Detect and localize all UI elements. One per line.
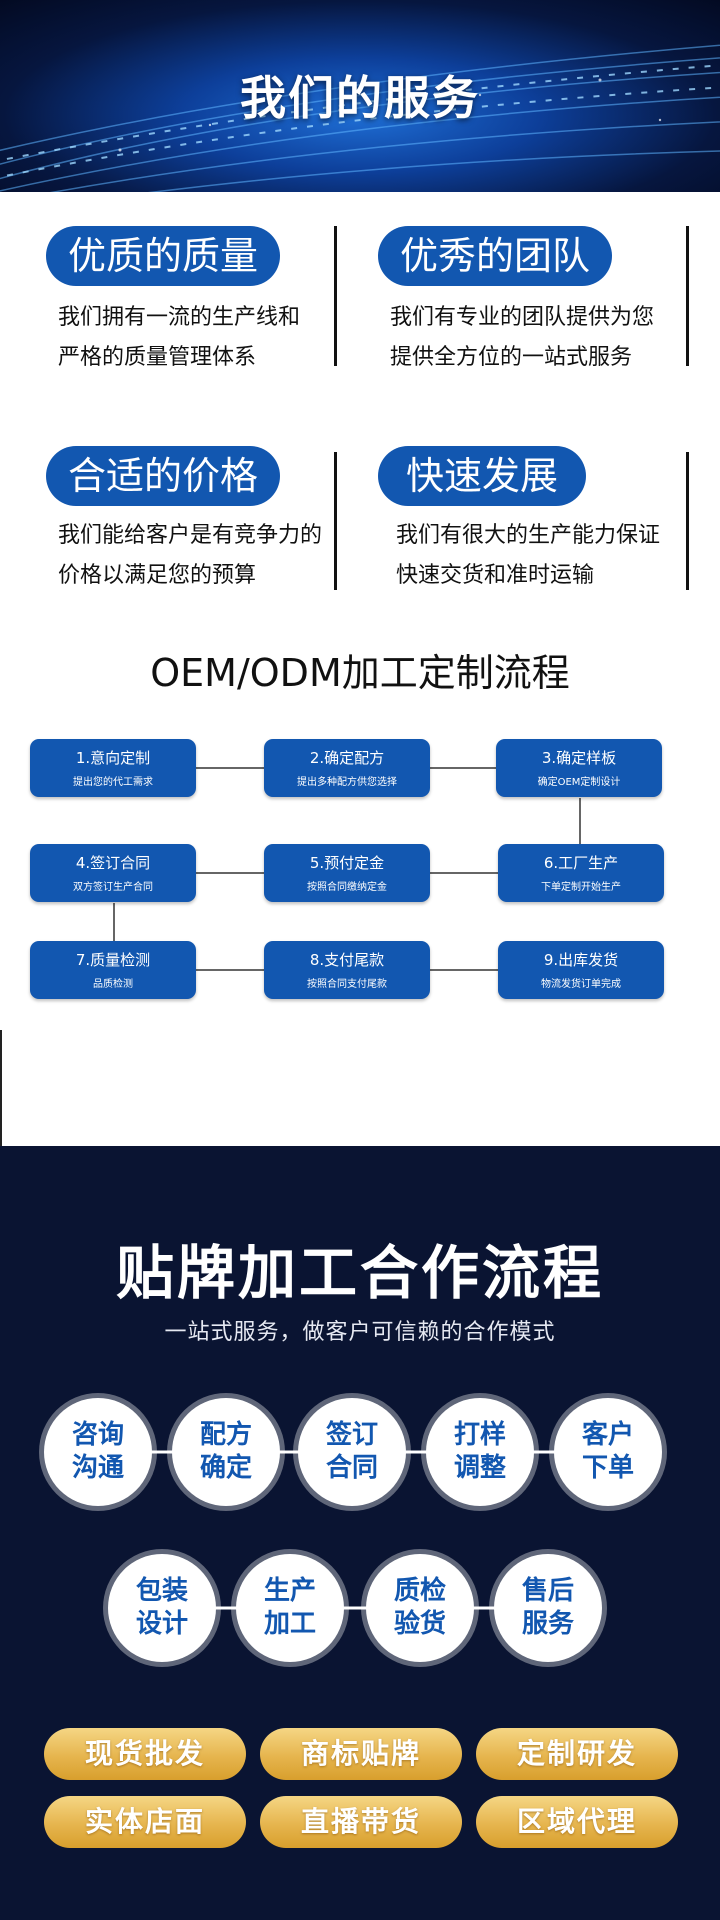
oem-step-3: 3.确定样板 确定OEM定制设计 [496, 739, 662, 797]
process-step-consult: 咨询 沟通 [44, 1398, 152, 1506]
process-step-line: 合同 [325, 1453, 378, 1483]
oem-step-title: 4.签订合同 [75, 854, 151, 872]
oem-step-desc: 提出多种配方供您选择 [297, 777, 397, 788]
process-step-sample: 打样 调整 [426, 1398, 534, 1506]
feature-quality-line1: 我们拥有一流的生产线和 [58, 305, 301, 330]
oem-step-desc: 按照合同缴纳定金 [307, 882, 387, 893]
service-pill: 实体店面 [44, 1796, 246, 1848]
oem-step-8: 8.支付尾款 按照合同支付尾款 [264, 941, 430, 999]
flow-connectors [113, 767, 581, 971]
oem-step-desc: 双方签订生产合同 [73, 882, 153, 893]
process-step-order: 客户 下单 [554, 1398, 662, 1506]
oem-step-desc: 提出您的代工需求 [73, 777, 153, 788]
oem-step-2: 2.确定配方 提出多种配方供您选择 [264, 739, 430, 797]
service-pill: 定制研发 [476, 1728, 678, 1780]
service-pill: 直播带货 [260, 1796, 462, 1848]
oem-step-desc: 按照合同支付尾款 [307, 979, 387, 990]
process-step-line: 加工 [263, 1609, 316, 1639]
process-step-line: 包装 [135, 1576, 188, 1606]
process-step-line: 售后 [521, 1576, 574, 1606]
process-step-formula: 配方 确定 [172, 1398, 280, 1506]
cooperation-title: 贴牌加工合作流程 [115, 1239, 604, 1307]
oem-flow-title: OEM/ODM加工定制流程 [150, 651, 570, 695]
process-step-inspection: 质检 验货 [366, 1554, 474, 1662]
oem-step-1: 1.意向定制 提出您的代工需求 [30, 739, 196, 797]
oem-step-6: 6.工厂生产 下单定制开始生产 [498, 844, 664, 902]
oem-step-title: 9.出库发货 [543, 951, 619, 969]
process-step-line: 客户 [581, 1420, 634, 1450]
process-step-line: 确定 [199, 1453, 252, 1483]
oem-step-title: 2.确定配方 [309, 749, 385, 767]
process-step-line: 生产 [263, 1576, 316, 1606]
feature-quality-line2: 严格的质量管理体系 [58, 345, 257, 370]
service-pill: 商标贴牌 [260, 1728, 462, 1780]
process-step-after-sales: 售后 服务 [494, 1554, 602, 1662]
feature-growth-title: 快速发展 [378, 446, 587, 506]
feature-divider [334, 452, 337, 590]
feature-growth-line1: 我们有很大的生产能力保证 [396, 523, 661, 548]
feature-growth-line2: 快速交货和准时运输 [396, 563, 595, 588]
banner: 我们的服务 [0, 0, 720, 192]
oem-step-5: 5.预付定金 按照合同缴纳定金 [264, 844, 430, 902]
banner-title: 我们的服务 [240, 71, 480, 125]
oem-step-desc: 下单定制开始生产 [541, 882, 621, 893]
process-step-line: 下单 [581, 1453, 634, 1483]
process-step-contract: 签订 合同 [298, 1398, 406, 1506]
oem-step-title: 3.确定样板 [541, 749, 617, 767]
process-step-line: 设计 [135, 1609, 188, 1639]
process-step-line: 咨询 [71, 1420, 124, 1450]
feature-team-line2: 提供全方位的一站式服务 [390, 345, 633, 370]
process-step-line: 验货 [393, 1609, 446, 1639]
feature-price-line2: 价格以满足您的预算 [58, 563, 257, 588]
feature-team-title: 优秀的团队 [378, 226, 613, 286]
process-step-packaging: 包装 设计 [108, 1554, 216, 1662]
process-step-production: 生产 加工 [236, 1554, 344, 1662]
oem-step-desc: 确定OEM定制设计 [537, 777, 621, 788]
feature-team-line1: 我们有专业的团队提供为您 [390, 305, 655, 330]
oem-step-desc: 品质检测 [93, 979, 133, 990]
oem-step-title: 1.意向定制 [75, 749, 151, 767]
oem-step-title: 5.预付定金 [309, 854, 385, 872]
oem-step-4: 4.签订合同 双方签订生产合同 [30, 844, 196, 902]
process-step-line: 调整 [453, 1453, 506, 1483]
feature-divider [686, 226, 689, 366]
process-step-line: 打样 [453, 1420, 506, 1450]
process-step-line: 质检 [393, 1576, 446, 1606]
cooperation-section: 贴牌加工合作流程 一站式服务，做客户可信赖的合作模式 咨询 沟通 配方 确定 签… [0, 1146, 720, 1920]
process-step-line: 服务 [521, 1609, 574, 1639]
process-step-line: 配方 [199, 1420, 252, 1450]
oem-step-title: 8.支付尾款 [309, 951, 385, 969]
oem-step-title: 7.质量检测 [75, 951, 151, 969]
tech-lines-graphic [0, 44, 720, 192]
oem-step-desc: 物流发货订单完成 [541, 979, 621, 990]
feature-quality-title: 优质的质量 [46, 226, 281, 286]
process-step-line: 签订 [325, 1420, 378, 1450]
service-pill: 区域代理 [476, 1796, 678, 1848]
feature-price-line1: 我们能给客户是有竞争力的 [58, 523, 323, 548]
feature-divider [334, 226, 337, 366]
feature-price-title: 合适的价格 [46, 446, 281, 506]
oem-step-7: 7.质量检测 品质检测 [30, 941, 196, 999]
oem-step-title: 6.工厂生产 [543, 854, 619, 872]
process-step-line: 沟通 [71, 1453, 124, 1483]
cooperation-subtitle: 一站式服务，做客户可信赖的合作模式 [164, 1320, 556, 1345]
oem-step-9: 9.出库发货 物流发货订单完成 [498, 941, 664, 999]
service-pill: 现货批发 [44, 1728, 246, 1780]
left-edge-divider [0, 1030, 2, 1146]
feature-divider [686, 452, 689, 590]
